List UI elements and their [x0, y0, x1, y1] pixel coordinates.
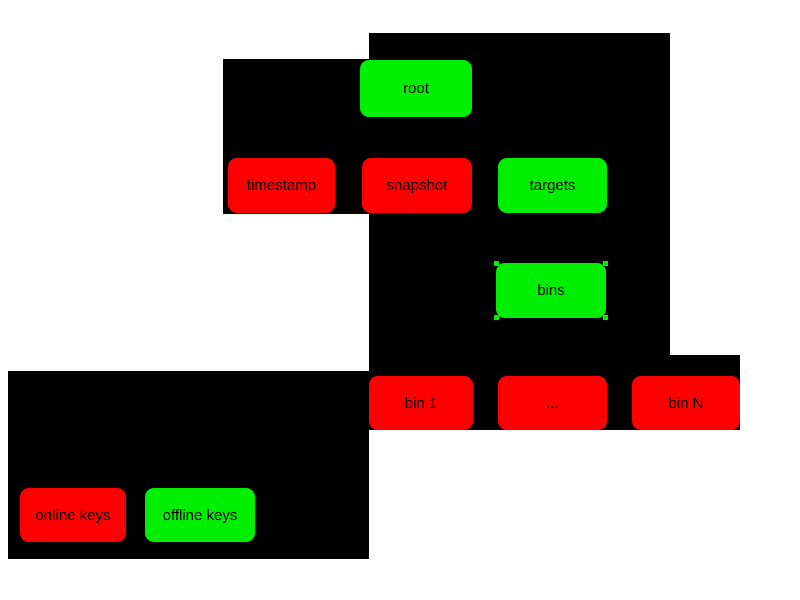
node-targets-label: targets — [529, 177, 576, 194]
node-bin-n[interactable]: bin N — [632, 376, 740, 430]
node-bins-label: bins — [537, 282, 565, 299]
node-root-label: root — [403, 80, 429, 97]
node-bin-ellipsis[interactable]: ... — [498, 376, 607, 430]
node-bins-selection-handle-ne[interactable] — [603, 261, 608, 266]
node-offline-keys-label: offline keys — [162, 506, 238, 524]
node-bin-n-label: bin N — [668, 394, 704, 412]
node-snapshot[interactable]: snapshot — [362, 158, 472, 213]
node-targets[interactable]: targets — [498, 158, 607, 213]
node-bin-1[interactable]: bin 1 — [369, 376, 473, 430]
node-bins-selection-handle-sw[interactable] — [494, 315, 499, 320]
node-timestamp-label: timestamp — [246, 177, 317, 194]
node-online-keys-label: online keys — [35, 506, 111, 524]
node-snapshot-label: snapshot — [386, 177, 448, 194]
node-online-keys[interactable]: online keys — [20, 488, 126, 542]
node-bins[interactable]: bins — [496, 263, 606, 318]
node-bins-selection-handle-se[interactable] — [603, 315, 608, 320]
node-timestamp[interactable]: timestamp — [228, 158, 335, 213]
node-bin-ellipsis-label: ... — [546, 394, 559, 412]
node-root[interactable]: root — [360, 60, 472, 117]
node-bin-1-label: bin 1 — [404, 394, 438, 412]
node-offline-keys[interactable]: offline keys — [145, 488, 255, 542]
node-bins-selection-handle-nw[interactable] — [494, 261, 499, 266]
